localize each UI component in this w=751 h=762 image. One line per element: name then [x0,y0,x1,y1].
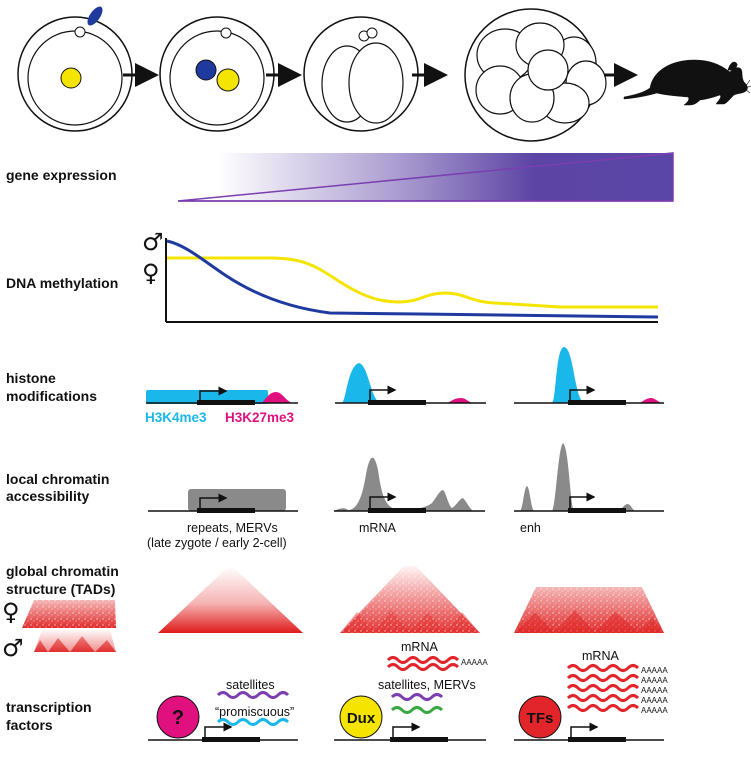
row-label-global-2: structure (TADs) [6,581,115,597]
histone-panel-3 [514,347,664,405]
satellites-label: satellites [226,678,275,692]
male-symbol: ♂ [142,228,164,256]
satellites-transcript-2 [390,693,444,701]
male-symbol-tads: ♂ [2,634,24,662]
mark-h3k27me3: H3K27me3 [225,410,295,425]
female-symbol: ♀ [142,259,160,287]
mrna-transcript-2b [386,663,460,671]
unknown-tf-circle [156,695,200,739]
mrna-transcript-3d [566,694,640,702]
methylation-plot [165,238,659,323]
mrna-label-3: mRNA [582,649,619,663]
gene-expression-graphic [177,152,674,202]
polya-label-2a: AAAAA [461,658,488,667]
tad-map-1 [158,566,303,633]
row-label-global-1: global chromatin [6,563,119,579]
mrna-transcript-3a [566,664,640,672]
row-label-dna-methylation: DNA methylation [6,275,118,291]
polya-label-3d: AAAAA [641,696,668,705]
accessibility-label-stage: (late zygote / early 2-cell) [147,536,287,550]
tfs-circle [518,695,562,739]
paternal-methylation-curve [166,239,659,319]
merv-transcript-2 [390,706,444,714]
accessibility-panel-1 [148,489,298,513]
tf-panel-2 [334,656,486,742]
mrna-transcript-3e [566,704,640,712]
tad-map-paternal [34,630,116,652]
dux-circle [339,695,383,739]
row-label-gene-expression: gene expression [6,167,117,183]
accessibility-label-mrna: mRNA [359,521,396,535]
oocyte-stage [17,6,133,132]
row-label-histone-1: histone [6,370,56,386]
satellites-transcript [216,691,290,699]
row-label-local-2: accessibility [6,488,89,504]
sperm-shape [87,6,103,26]
polya-label-3a: AAAAA [641,666,668,675]
row-label-histone-2: modifications [6,388,97,404]
histone-panel-1 [146,386,298,405]
zygote-stage [159,16,275,132]
two-cell-stage [303,16,419,132]
mrna-transcript-2a [386,656,460,664]
tfs-label: TFs [527,710,554,727]
mrna-label-2: mRNA [401,640,438,654]
histone-panel-2 [335,363,486,405]
dux-label: Dux [347,710,376,727]
unknown-tf-label: ? [172,707,184,729]
row-label-tf-1: transcription [6,699,92,715]
accessibility-label-repeats: repeats, MERVs [187,521,278,535]
polya-label-3b: AAAAA [641,676,668,685]
tf-panel-1 [148,691,298,742]
polya-label-3e: AAAAA [641,706,668,715]
mouse-silhouette [623,59,751,106]
polya-label-3c: AAAAA [641,686,668,695]
female-symbol-tads: ♀ [2,598,20,626]
maternal-methylation-curve [167,256,658,309]
embryo-stages [17,6,751,142]
tf-panel-3 [514,664,664,742]
accessibility-label-enh: enh [520,521,541,535]
promiscuous-transcript [216,718,290,726]
promiscuous-label: “promiscuous” [215,705,294,719]
row-label-tf-2: factors [6,717,53,733]
mark-h3k4me3: H3K4me3 [145,410,207,425]
mrna-transcript-3b [566,674,640,682]
row-label-local-1: local chromatin [6,471,109,487]
tad-map-2 [340,566,480,633]
morula-stage [464,8,607,142]
tad-map-maternal [22,600,116,628]
mrna-transcript-3c [566,684,640,692]
satellites-merv-label: satellites, MERVs [378,678,476,692]
tad-map-3 [514,587,664,633]
accessibility-panel-3 [514,443,664,513]
accessibility-panel-2 [334,457,485,513]
